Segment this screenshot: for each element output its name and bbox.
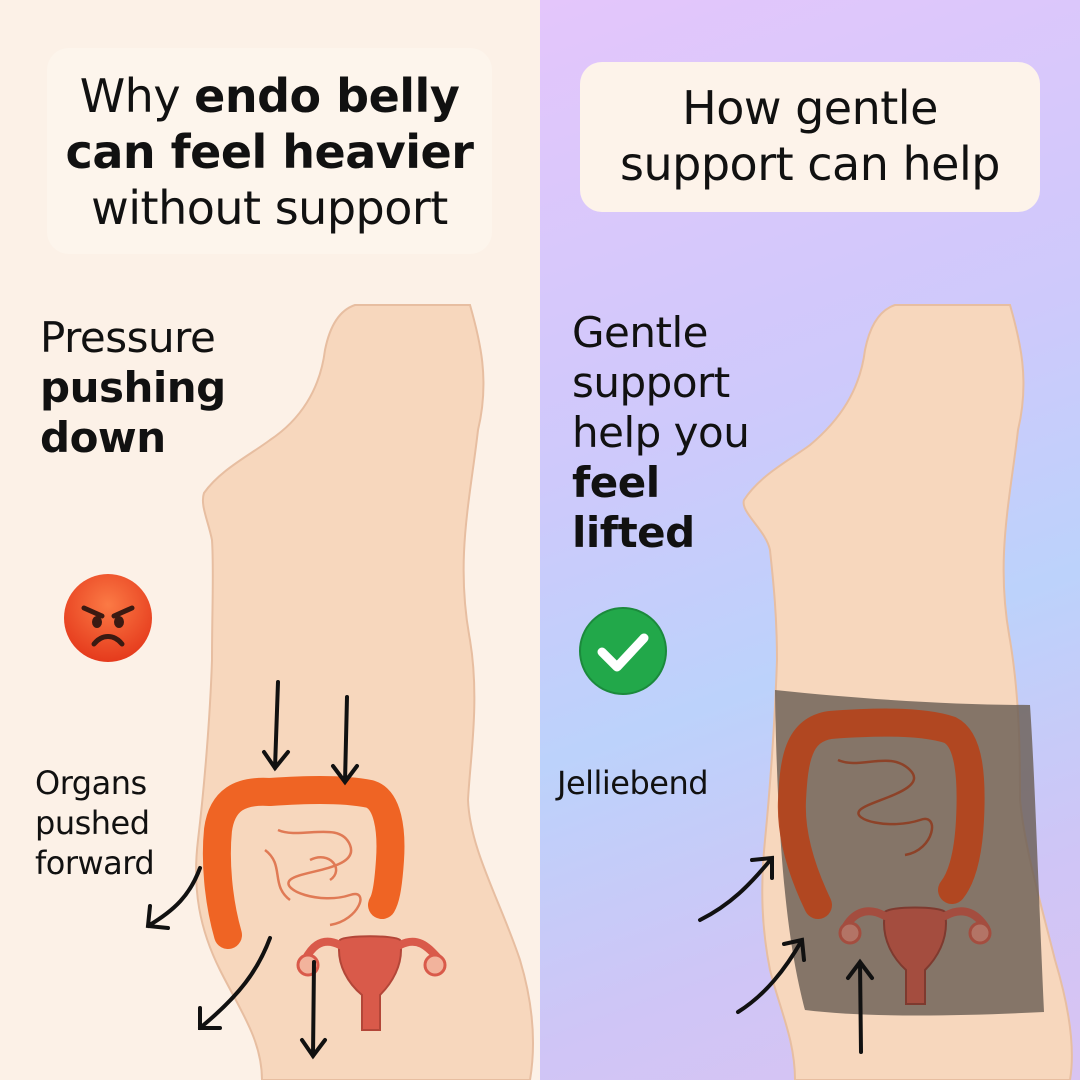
support-label: Gentle support help you feel lifted [572,308,750,558]
headline-right: How gentle support can help [580,80,1040,192]
pressure-label-line1: Pressure [40,313,216,362]
intestine-right [777,708,985,919]
uterus-right [838,906,992,1005]
headline-card-left: Why endo belly can feel heavier without … [47,48,492,254]
right-panel: How gentle support can help Gentle suppo… [540,0,1080,1080]
organs-label: Organs pushed forward [35,763,155,883]
headline-left: Why endo belly can feel heavier without … [47,68,492,236]
lift-arrows [698,855,874,1054]
body-silhouette-right [698,304,1073,1080]
body-silhouette-left [145,304,534,1080]
headline-left-bold: endo belly can feel heavier [65,69,474,179]
support-label-bold2: lifted [572,508,695,557]
intestine-left [202,776,405,949]
pressure-label-bold2: down [40,413,166,462]
headline-card-right: How gentle support can help [580,62,1040,212]
headline-right-line1: How gentle [682,81,938,135]
headline-right-line2: support can help [620,137,1000,191]
uterus-left [296,935,447,1031]
organs-label-line1: Organs [35,764,147,802]
pressure-label: Pressure pushing down [40,313,226,463]
left-panel: Why endo belly can feel heavier without … [0,0,540,1080]
support-label-line1: Gentle [572,308,708,357]
support-label-line2: support [572,358,730,407]
organs-label-line2: pushed [35,804,150,842]
product-label: Jelliebend [557,764,709,802]
organs-label-line3: forward [35,844,155,882]
pressure-label-bold1: pushing [40,363,226,412]
support-label-line3: help you [572,408,750,457]
headline-left-part1: Why [79,69,195,123]
pressure-arrows [145,680,359,1060]
angry-face-icon [64,574,152,662]
support-label-bold1: feel [572,458,660,507]
check-mark-icon [579,607,667,695]
headline-left-part2: without support [91,181,448,235]
